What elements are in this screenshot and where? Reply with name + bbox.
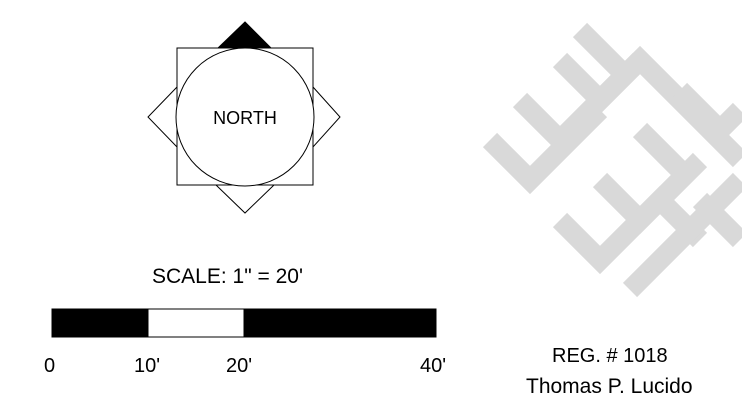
north-arrow-icon: [216, 21, 273, 49]
scale-tick-label: 10': [134, 355, 161, 377]
scale-segment-0-10: [51, 308, 149, 338]
scale-bar: [51, 308, 437, 338]
surveyor-name: Thomas P. Lucido: [526, 375, 693, 398]
scale-tick-label: 20': [226, 355, 253, 377]
compass-rose: NORTH: [147, 21, 341, 214]
zigzag-watermark-icon: [482, 22, 742, 298]
scale-tick-label: 40': [420, 355, 447, 377]
compass-circle: [175, 47, 315, 187]
compass-west-point: [147, 85, 178, 149]
compass-south-point: [214, 184, 276, 214]
compass-label: NORTH: [213, 108, 277, 128]
scale-segment-20-40: [243, 308, 437, 338]
scale-segment-10-20: [147, 308, 245, 338]
compass-east-point: [312, 85, 341, 149]
scale-tick-label: 0: [44, 355, 56, 377]
registration-number: REG. # 1018: [552, 345, 668, 367]
scale-title: SCALE: 1" = 20': [152, 265, 303, 288]
